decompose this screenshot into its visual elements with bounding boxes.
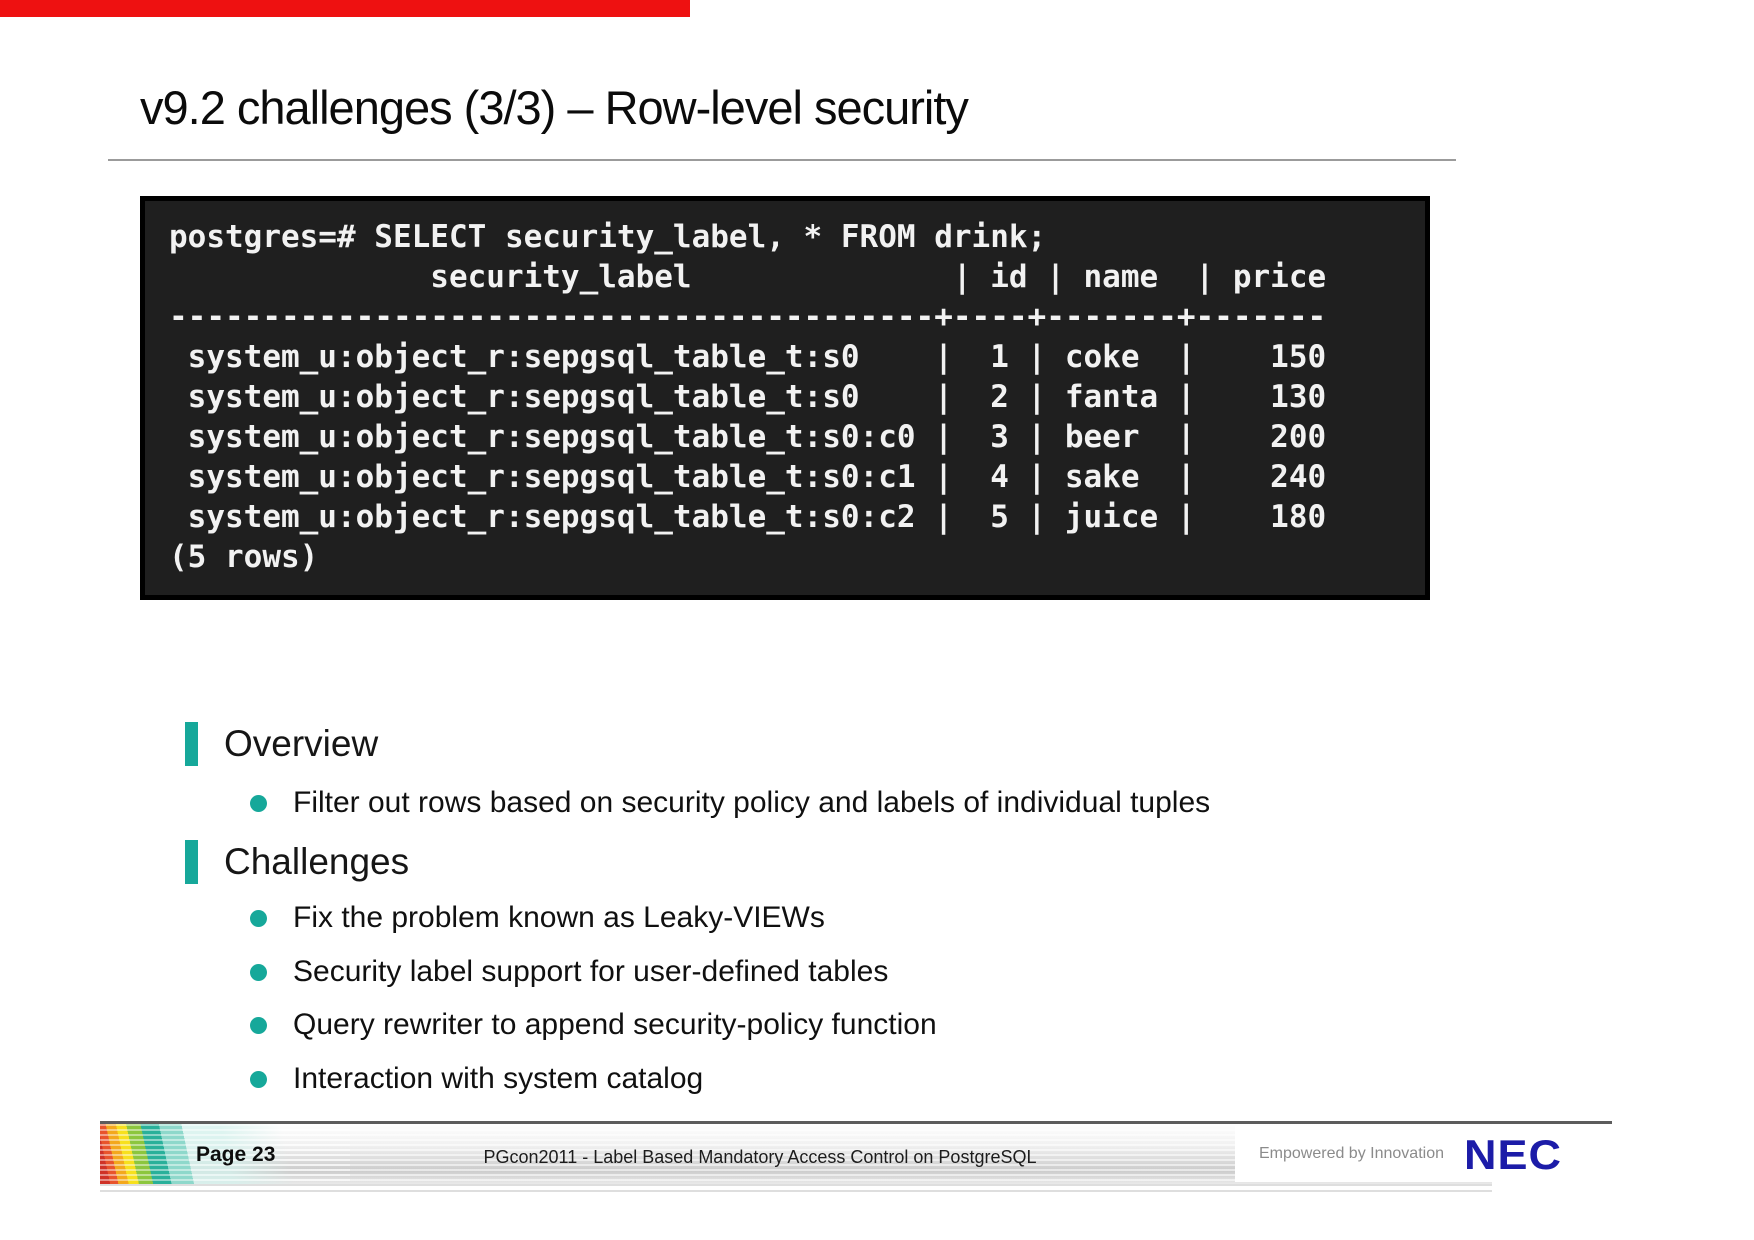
bullet-item: Interaction with system catalog xyxy=(250,1062,703,1096)
bullet-dot-icon xyxy=(250,1070,267,1088)
bullet-dot-icon xyxy=(250,1016,267,1034)
heading-accent-bar xyxy=(185,840,198,884)
terminal-line: postgres=# SELECT security_label, * FROM… xyxy=(169,219,1047,255)
bullet-item: Security label support for user-defined … xyxy=(250,955,888,989)
footer-bar-shadow xyxy=(100,1184,1492,1196)
top-accent-bar xyxy=(0,0,690,17)
bullet-label: Fix the problem known as Leaky-VIEWs xyxy=(293,901,825,934)
section-heading-overview: Overview xyxy=(185,722,378,766)
terminal-line: ----------------------------------------… xyxy=(169,299,1327,335)
bullet-item: Filter out rows based on security policy… xyxy=(250,786,1210,820)
bullet-item: Fix the problem known as Leaky-VIEWs xyxy=(250,901,825,935)
bullet-label: Filter out rows based on security policy… xyxy=(293,786,1211,819)
nec-tagline: Empowered by Innovation xyxy=(1258,1145,1444,1162)
heading-accent-bar xyxy=(185,722,198,766)
slide-title: v9.2 challenges (3/3) – Row-level securi… xyxy=(140,81,969,134)
nec-logo: NEC xyxy=(1463,1130,1562,1178)
section-heading-label: Challenges xyxy=(224,841,410,882)
bullet-dot-icon xyxy=(250,909,267,927)
bullet-label: Interaction with system catalog xyxy=(293,1062,704,1095)
section-heading-challenges: Challenges xyxy=(185,840,409,884)
terminal-line: system_u:object_r:sepgsql_table_t:s0 | 2… xyxy=(169,379,1327,415)
section-heading-label: Overview xyxy=(224,723,379,764)
rainbow-stripes-decoration xyxy=(100,1124,350,1184)
bullet-label: Query rewriter to append security-policy… xyxy=(293,1008,937,1041)
footer-divider xyxy=(100,1121,1612,1124)
bullet-label: Security label support for user-defined … xyxy=(293,955,889,988)
bullet-dot-icon xyxy=(250,794,267,812)
title-divider xyxy=(108,159,1456,161)
terminal-line: (5 rows) xyxy=(169,539,319,575)
bullet-dot-icon xyxy=(250,963,267,981)
terminal-line: system_u:object_r:sepgsql_table_t:s0 | 1… xyxy=(169,339,1327,375)
terminal-line: system_u:object_r:sepgsql_table_t:s0:c0 … xyxy=(169,419,1327,455)
psql-terminal-screenshot: postgres=# SELECT security_label, * FROM… xyxy=(140,196,1430,600)
terminal-line: system_u:object_r:sepgsql_table_t:s0:c1 … xyxy=(169,459,1327,495)
bullet-item: Query rewriter to append security-policy… xyxy=(250,1008,937,1042)
terminal-line: security_label | id | name | price xyxy=(169,259,1327,295)
footer-presentation-title: PGcon2011 - Label Based Mandatory Access… xyxy=(483,1147,1037,1167)
page-number: Page 23 xyxy=(196,1143,276,1166)
nec-branding: Empowered by Innovation NEC xyxy=(1235,1126,1570,1182)
terminal-line: system_u:object_r:sepgsql_table_t:s0:c2 … xyxy=(169,499,1327,535)
